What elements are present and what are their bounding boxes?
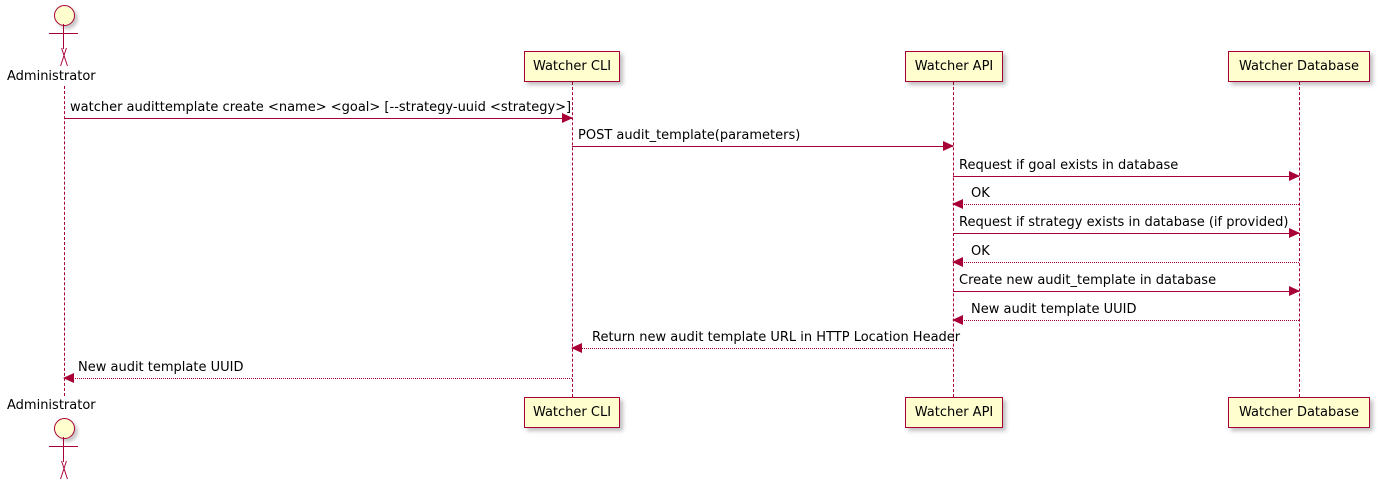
message-line xyxy=(953,204,1299,205)
message-label: New audit template UUID xyxy=(971,302,1137,317)
arrowhead-left-icon xyxy=(63,373,74,383)
message-line xyxy=(953,320,1299,321)
lifeline-administrator xyxy=(64,86,65,396)
participant-label-watcher-api-top: Watcher API xyxy=(914,59,994,74)
arrowhead-right-icon xyxy=(943,141,954,151)
participant-label-watcher-api-bottom: Watcher API xyxy=(914,405,994,420)
message-line xyxy=(64,118,572,119)
message-line xyxy=(64,378,572,379)
participant-label-watcher-database-bottom: Watcher Database xyxy=(1239,405,1359,420)
message-line xyxy=(953,262,1299,263)
participant-label-watcher-cli-top: Watcher CLI xyxy=(532,59,612,74)
arrowhead-left-icon xyxy=(952,315,963,325)
message-label: watcher audittemplate create <name> <goa… xyxy=(70,100,572,115)
participant-label-watcher-database-top: Watcher Database xyxy=(1239,59,1359,74)
arrowhead-left-icon xyxy=(952,199,963,209)
participant-box-watcher-cli-top[interactable]: Watcher CLI xyxy=(524,51,620,82)
message-label: Request if goal exists in database xyxy=(959,158,1179,173)
message-label: OK xyxy=(971,244,990,259)
participant-box-watcher-database-bottom[interactable]: Watcher Database xyxy=(1228,397,1370,428)
message-line xyxy=(572,146,953,147)
actor-body-icon xyxy=(63,24,64,49)
lifeline-watcher-cli xyxy=(572,82,573,397)
arrowhead-left-icon xyxy=(571,343,582,353)
message-label: New audit template UUID xyxy=(78,360,244,375)
participant-label-watcher-cli-bottom: Watcher CLI xyxy=(532,405,612,420)
message-label: Return new audit template URL in HTTP Lo… xyxy=(592,330,961,345)
actor-body-icon xyxy=(63,437,64,462)
message-line xyxy=(953,233,1299,234)
arrowhead-right-icon xyxy=(1289,228,1300,238)
participant-label-administrator-top: Administrator xyxy=(7,69,96,84)
message-line xyxy=(572,348,953,349)
message-label: POST audit_template(parameters) xyxy=(578,128,801,143)
message-label: Create new audit_template in database xyxy=(959,273,1217,288)
message-label: OK xyxy=(971,186,990,201)
message-line xyxy=(953,291,1299,292)
lifeline-watcher-database xyxy=(1299,82,1300,397)
actor-administrator-top xyxy=(45,5,83,67)
participant-label-administrator-bottom: Administrator xyxy=(7,398,96,413)
actor-arms-icon xyxy=(49,446,78,447)
actor-head-icon xyxy=(54,418,75,439)
participant-box-watcher-api-top[interactable]: Watcher API xyxy=(905,51,1003,82)
actor-arms-icon xyxy=(49,33,78,34)
arrowhead-right-icon xyxy=(1289,286,1300,296)
message-label: Request if strategy exists in database (… xyxy=(959,215,1289,230)
arrowhead-right-icon xyxy=(562,113,573,123)
message-line xyxy=(953,176,1299,177)
arrowhead-right-icon xyxy=(1289,171,1300,181)
arrowhead-left-icon xyxy=(952,257,963,267)
participant-box-watcher-database-top[interactable]: Watcher Database xyxy=(1228,51,1370,82)
actor-head-icon xyxy=(54,5,75,26)
lifeline-watcher-api xyxy=(953,82,954,397)
actor-administrator-bottom xyxy=(45,418,83,480)
participant-box-watcher-cli-bottom[interactable]: Watcher CLI xyxy=(524,397,620,428)
participant-box-watcher-api-bottom[interactable]: Watcher API xyxy=(905,397,1003,428)
